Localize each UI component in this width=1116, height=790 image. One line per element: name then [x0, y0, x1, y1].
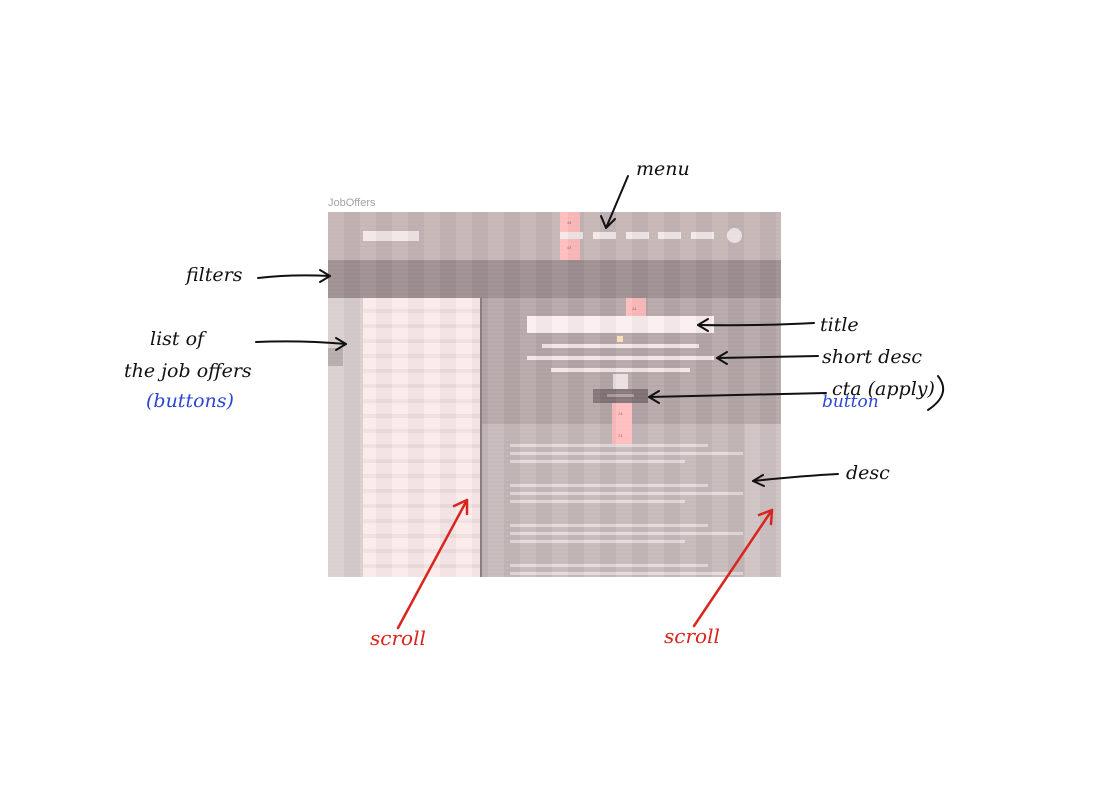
- menu-item-3[interactable]: [626, 232, 649, 239]
- arrow-list: [255, 340, 347, 345]
- annotation-filters: filters: [186, 264, 243, 286]
- desc-line: [510, 540, 685, 543]
- job-title-placeholder: [527, 316, 714, 333]
- arrowhead-filters: [319, 269, 331, 283]
- arrowhead-short-desc: [716, 351, 728, 365]
- avatar[interactable]: [727, 228, 742, 243]
- filters-bar[interactable]: [328, 260, 781, 298]
- desc-line: [510, 444, 708, 447]
- apply-button-label: [607, 394, 634, 397]
- desc-line: [510, 500, 685, 503]
- arrowhead-menu: [600, 215, 616, 229]
- menu-item-1[interactable]: [560, 232, 583, 239]
- desc-line: [510, 564, 708, 567]
- desc-line: [510, 492, 743, 495]
- arrow-menu: [605, 175, 629, 229]
- arrowhead-scroll-left: [452, 498, 469, 516]
- header: 44 44: [328, 212, 781, 260]
- annotation-list-line2: the job offers: [124, 360, 252, 382]
- panel-divider: [480, 298, 482, 577]
- arrow-cta: [648, 392, 827, 398]
- arrowhead-desc: [752, 474, 765, 487]
- job-detail-header: 24 24: [482, 298, 781, 424]
- annotation-title: title: [820, 314, 859, 336]
- annotation-cta: cta (apply): [832, 378, 935, 400]
- job-list-panel[interactable]: [328, 298, 481, 577]
- spacing-marker-small: [617, 336, 623, 342]
- menu-item-4[interactable]: [658, 232, 681, 239]
- annotation-desc: desc: [846, 462, 890, 484]
- arrowhead-cta: [648, 390, 660, 404]
- annotation-list-line1: list of: [150, 328, 205, 350]
- short-desc-line-1: [542, 344, 699, 348]
- arrow-filters: [257, 274, 331, 279]
- desc-line: [510, 484, 708, 487]
- job-list-items[interactable]: [363, 298, 480, 577]
- short-desc-line-2: [527, 356, 714, 360]
- apply-button[interactable]: [593, 389, 648, 403]
- arrowhead-list: [335, 337, 347, 351]
- annotation-list-buttons: (buttons): [146, 390, 234, 412]
- annotation-scroll-right: scroll: [664, 624, 720, 648]
- annotation-short-desc: short desc: [822, 346, 922, 368]
- desc-line: [510, 572, 743, 575]
- desc-line: [510, 460, 685, 463]
- annotation-menu: menu: [636, 158, 690, 180]
- spacing-marker-mid: [613, 374, 628, 389]
- arrow-short-desc: [716, 355, 819, 359]
- logo-placeholder[interactable]: [363, 231, 419, 241]
- desc-line: [510, 524, 708, 527]
- desc-right-margin: [745, 424, 781, 577]
- menu-item-2[interactable]: [593, 232, 616, 239]
- desc-line: [510, 452, 743, 455]
- spacing-marker-top: 24: [626, 298, 646, 318]
- arrowhead-scroll-right: [757, 508, 774, 526]
- short-desc-line-3: [551, 368, 690, 372]
- frame-title: JobOffers: [328, 197, 376, 209]
- spacing-marker-below-cta: 24: [612, 403, 632, 424]
- annotation-scroll-left: scroll: [370, 626, 426, 650]
- annotation-cta-button: button: [822, 392, 879, 412]
- desc-line: [510, 532, 743, 535]
- arrowhead-title: [697, 318, 709, 332]
- job-description-panel[interactable]: 24: [482, 424, 781, 577]
- spacing-marker-desc: 24: [612, 424, 632, 444]
- arrow-title: [697, 322, 815, 327]
- cta-paren-close: [927, 375, 945, 411]
- menu-item-5[interactable]: [691, 232, 714, 239]
- list-scroll-handle[interactable]: [328, 348, 343, 366]
- arrow-desc: [752, 473, 839, 482]
- arrow-scroll-right: [692, 508, 774, 628]
- arrow-scroll-left: [396, 498, 469, 630]
